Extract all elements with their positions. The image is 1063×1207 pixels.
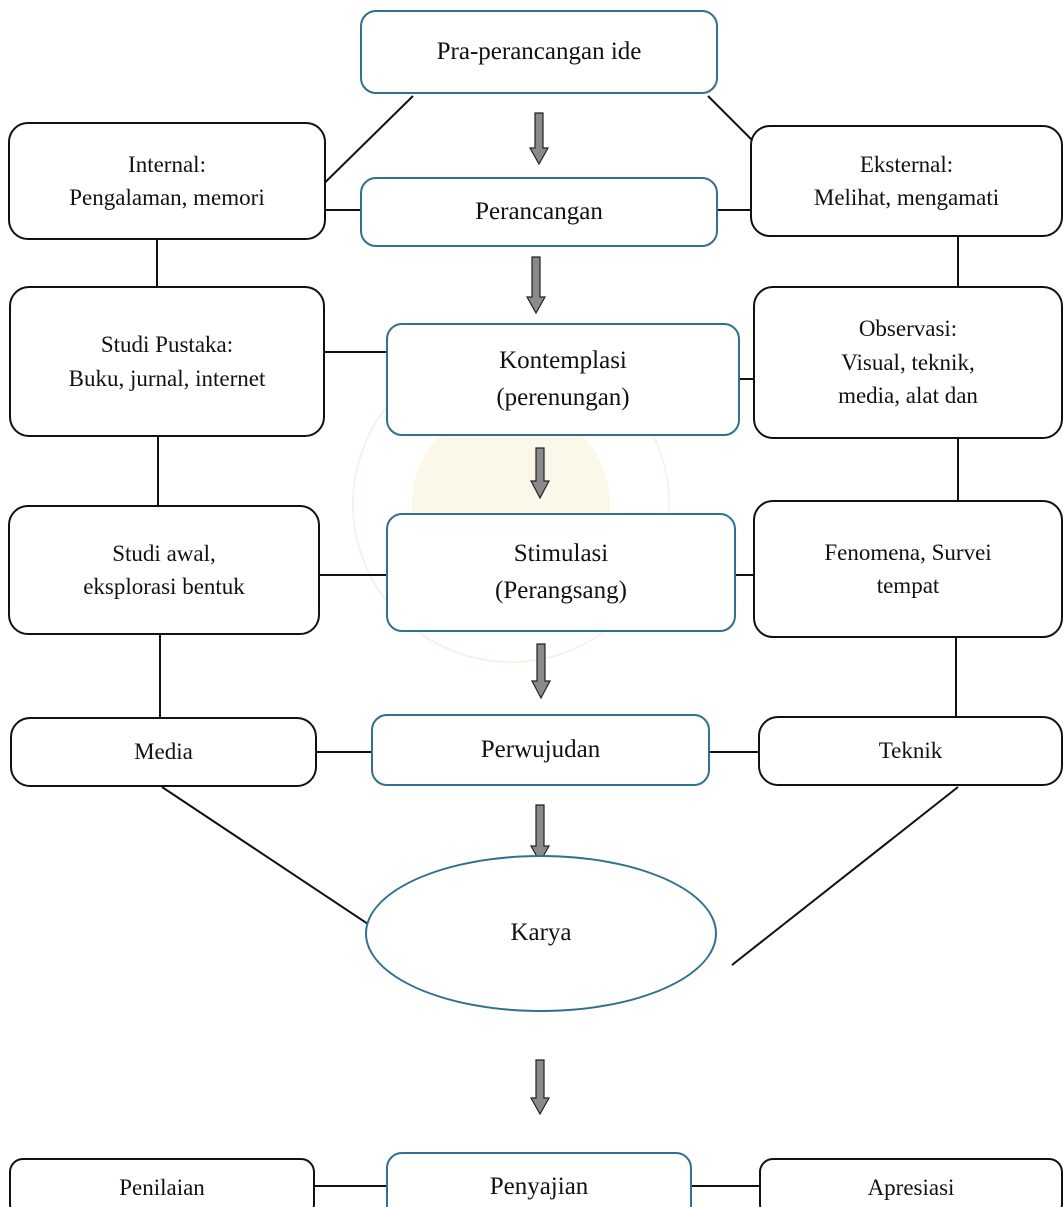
node-label: Karya [510, 919, 572, 947]
connector-media-karya [161, 786, 393, 941]
node-label: Internal: [128, 151, 206, 177]
node-teknik: Teknik [758, 716, 1063, 786]
node-label: Studi awal, [112, 540, 216, 566]
arrow-down-icon [529, 1059, 551, 1116]
connector-ide-eksternal [707, 95, 753, 141]
node-eksternal: Eksternal: Melihat, mengamati [750, 125, 1063, 237]
arrow-down-icon [529, 804, 551, 864]
node-label: Perancangan [475, 197, 603, 225]
node-pra-perancangan-ide: Pra-perancangan ide [360, 10, 718, 94]
node-label: Kontemplasi [499, 347, 627, 375]
node-label: Apresiasi [867, 1175, 955, 1201]
arrow-down-icon [531, 643, 551, 700]
node-penyajian: Penyajian [386, 1152, 692, 1207]
node-label: tempat [876, 573, 940, 598]
node-label: Penilaian [119, 1175, 205, 1201]
node-kontemplasi: Kontemplasi (perenungan) [386, 323, 740, 436]
node-label: Studi Pustaka: [100, 332, 234, 358]
node-label: Media [134, 739, 193, 765]
node-observasi: Observasi: Visual, teknik, media, alat d… [753, 286, 1063, 439]
arrow-down-icon [525, 256, 547, 315]
node-label: Pengalaman, memori [69, 185, 265, 210]
node-label: Buku, jurnal, internet [68, 365, 266, 391]
node-label: Pra-perancangan ide [436, 37, 642, 65]
node-label: Penyajian [489, 1172, 589, 1200]
node-label: (perenungan) [496, 383, 630, 411]
node-apresiasi: Apresiasi [759, 1158, 1063, 1207]
node-label: media, alat dan [838, 383, 978, 409]
node-internal: Internal: Pengalaman, memori [8, 122, 326, 240]
node-label: Observasi: [858, 316, 958, 342]
node-penilaian: Penilaian [9, 1158, 315, 1207]
node-label: (Perangsang) [495, 576, 627, 604]
node-media: Media [10, 717, 317, 787]
connector-teknik-karya [731, 786, 959, 966]
node-label: eksplorasi bentuk [83, 574, 245, 599]
arrow-down-icon [530, 447, 550, 500]
arrow-down-icon [528, 112, 550, 166]
node-stimulasi: Stimulasi (Perangsang) [386, 513, 736, 632]
node-studi-pustaka: Studi Pustaka: Buku, jurnal, internet [9, 286, 325, 437]
node-label: Perwujudan [480, 735, 601, 763]
node-label: Teknik [878, 738, 943, 764]
node-label: Visual, teknik, [841, 349, 975, 375]
node-label: Melihat, mengamati [813, 185, 1000, 210]
node-label: Fenomena, Survei [824, 539, 992, 565]
node-perwujudan: Perwujudan [371, 714, 710, 786]
node-label: Eksternal: [859, 151, 954, 177]
node-fenomena: Fenomena, Survei tempat [753, 500, 1063, 638]
node-karya: Karya [365, 855, 717, 1012]
node-label: Stimulasi [513, 540, 609, 568]
node-perancangan: Perancangan [360, 177, 718, 247]
node-studi-awal: Studi awal, eksplorasi bentuk [8, 505, 320, 635]
